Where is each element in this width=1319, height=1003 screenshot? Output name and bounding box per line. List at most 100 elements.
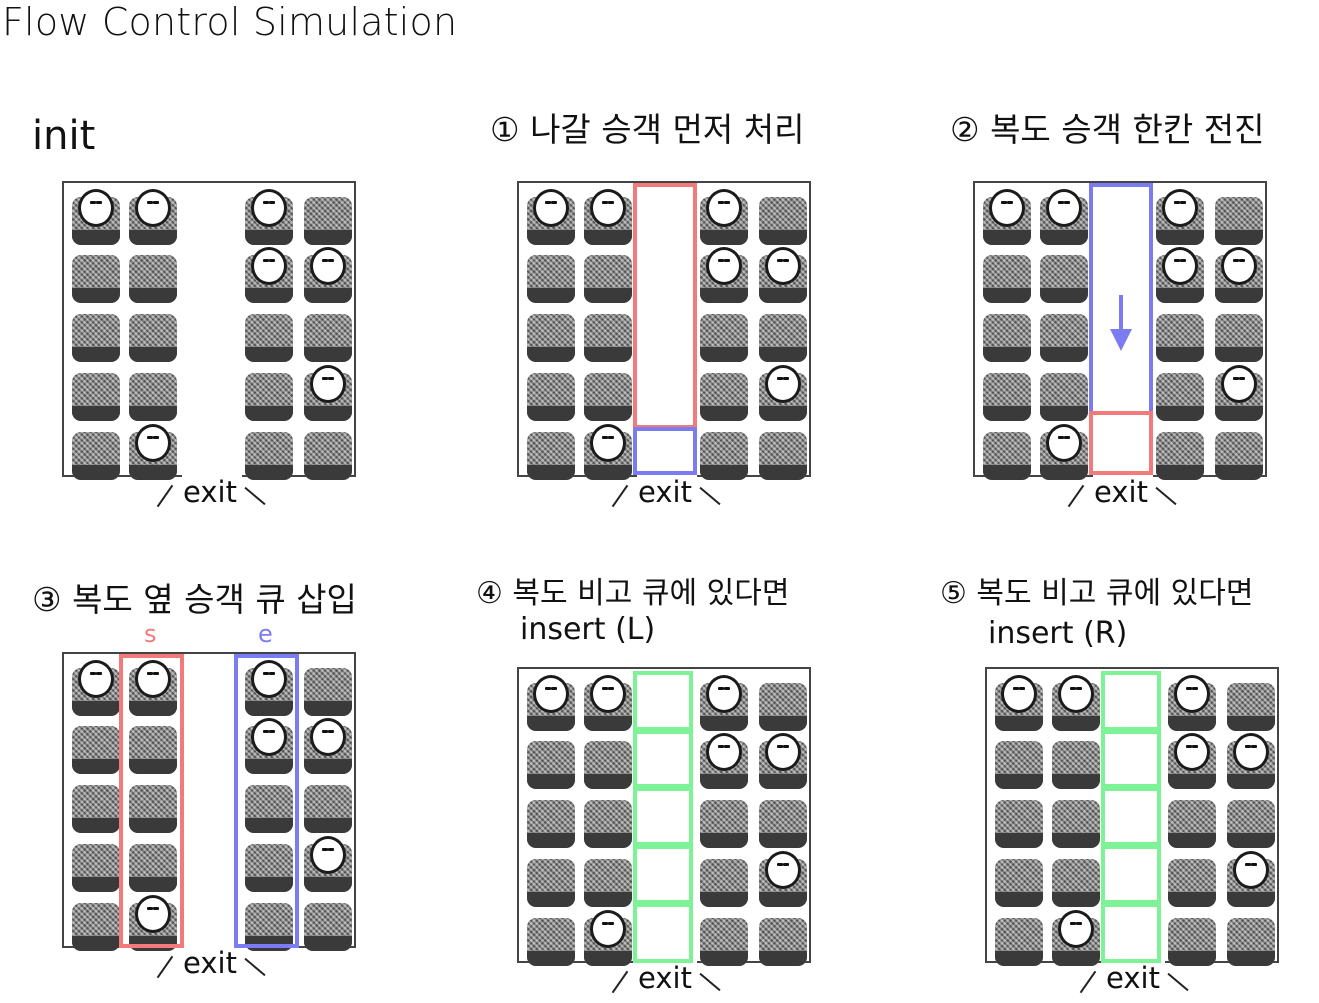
passenger-head-icon — [135, 424, 171, 462]
passenger-head-icon — [590, 424, 626, 462]
passenger-head-icon — [1174, 675, 1210, 713]
seat-icon — [245, 660, 293, 716]
seat-icon — [584, 675, 632, 731]
seat-icon — [759, 683, 807, 731]
seat-cushion — [72, 936, 120, 951]
seat-icon — [584, 373, 632, 421]
seat-cushion — [995, 833, 1043, 848]
seat-icon — [584, 741, 632, 789]
seat-cushion — [1168, 774, 1216, 789]
exit-opening — [182, 944, 242, 950]
passenger-head-icon — [706, 733, 742, 771]
seat-icon — [304, 785, 352, 833]
seat-cushion — [72, 347, 120, 362]
seat-cushion — [759, 465, 807, 480]
seat-cushion — [129, 465, 177, 480]
seat-icon — [1227, 733, 1275, 789]
seat-cushion — [1227, 833, 1275, 848]
seat-icon — [700, 675, 748, 731]
seat-cushion — [245, 406, 293, 421]
seat-grid — [62, 652, 356, 951]
seat-icon — [1227, 918, 1275, 966]
exit-marker: exit — [150, 946, 270, 988]
seat-icon — [527, 255, 575, 303]
seat-icon — [245, 785, 293, 833]
seat-cushion — [245, 347, 293, 362]
seat-cushion — [72, 759, 120, 774]
seat-cushion — [584, 406, 632, 421]
seat-icon — [1168, 800, 1216, 848]
seat-cushion — [129, 877, 177, 892]
seat-icon — [759, 197, 807, 245]
seat-icon — [1215, 197, 1263, 245]
seat-cushion — [759, 347, 807, 362]
passenger-head-icon — [78, 189, 114, 227]
seat-icon — [759, 365, 807, 421]
aisle-highlight-red — [633, 183, 697, 429]
seat-icon — [527, 800, 575, 848]
passenger-head-icon — [1001, 675, 1037, 713]
exit-marker: exit — [1061, 475, 1181, 517]
seat-icon — [1156, 314, 1204, 362]
passenger-head-icon — [1174, 733, 1210, 771]
seat-cushion — [245, 877, 293, 892]
seat-cushion — [1227, 892, 1275, 907]
seat-cushion — [72, 465, 120, 480]
seat-icon — [1052, 800, 1100, 848]
seat-icon — [759, 800, 807, 848]
seat-cushion — [304, 759, 352, 774]
exit-cell-highlight-red — [1089, 411, 1153, 475]
seat-icon — [1052, 910, 1100, 966]
exit-line-left — [611, 970, 629, 994]
exit-opening — [1093, 473, 1153, 479]
seat-icon — [1227, 800, 1275, 848]
passenger-head-icon — [310, 365, 346, 403]
seat-icon — [304, 668, 352, 716]
exit-label: exit — [183, 946, 237, 980]
seat-cushion — [72, 406, 120, 421]
seat-cushion — [700, 406, 748, 421]
seat-icon — [304, 314, 352, 362]
seat-cushion — [1040, 465, 1088, 480]
seat-icon — [304, 197, 352, 245]
seat-cushion — [129, 701, 177, 716]
seat-icon — [304, 718, 352, 774]
seat-cushion — [759, 833, 807, 848]
seat-icon — [995, 675, 1043, 731]
seat-icon — [1215, 247, 1263, 303]
seat-cushion — [995, 892, 1043, 907]
seat-cushion — [245, 759, 293, 774]
seat-cushion — [1052, 892, 1100, 907]
passenger-head-icon — [135, 895, 171, 933]
seat-cushion — [700, 465, 748, 480]
seat-cushion — [1040, 406, 1088, 421]
seat-icon — [527, 741, 575, 789]
passenger-head-icon — [765, 247, 801, 285]
end-marker-e: e — [258, 620, 273, 648]
seat-cushion — [129, 230, 177, 245]
seat-icon — [700, 189, 748, 245]
seat-cushion — [527, 465, 575, 480]
passenger-head-icon — [765, 365, 801, 403]
seat-icon — [245, 903, 293, 951]
seat-cushion — [700, 951, 748, 966]
passenger-head-icon — [1162, 189, 1198, 227]
seat-cushion — [584, 347, 632, 362]
passenger-head-icon — [78, 660, 114, 698]
seat-cushion — [1215, 406, 1263, 421]
seat-icon — [1168, 918, 1216, 966]
seat-cushion — [1227, 716, 1275, 731]
page-title: Flow Control Simulation — [2, 0, 458, 44]
seat-icon — [983, 189, 1031, 245]
seat-cushion — [1040, 288, 1088, 303]
aisle-cell-highlight — [633, 787, 693, 846]
arrow-down-icon — [1110, 295, 1132, 351]
seat-grid — [973, 181, 1267, 480]
seat-cushion — [1156, 347, 1204, 362]
seat-icon — [245, 844, 293, 892]
exit-line-left — [156, 484, 174, 508]
seat-icon — [129, 785, 177, 833]
seat-icon — [584, 314, 632, 362]
seat-icon — [1156, 432, 1204, 480]
seat-icon — [759, 918, 807, 966]
